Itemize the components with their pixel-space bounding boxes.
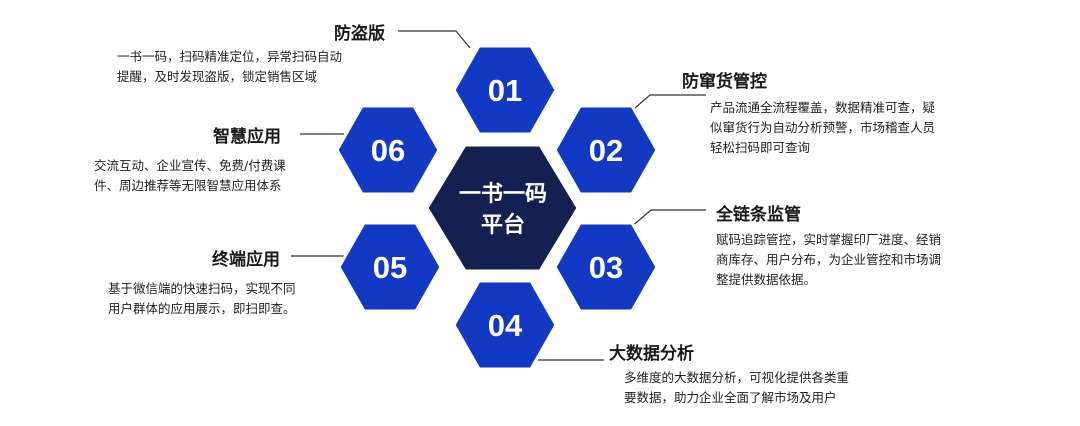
hexagon-04: [452, 279, 558, 371]
feature-desc-smart-app: 交流互动、企业宣传、免费/付费课 件、周边推荐等无限智慧应用体系: [94, 156, 286, 196]
feature-title-full-chain: 全链条监管: [716, 205, 801, 225]
center-title-line2: 平台: [481, 212, 525, 238]
desc-line: 产品流通全流程覆盖，数据精准可查，疑: [710, 100, 936, 115]
desc-line: 轻松扫码即可查询: [710, 140, 811, 155]
hexagon-01: [452, 44, 558, 136]
hexagon-center: [425, 143, 580, 273]
desc-line: 整提供数据依据。: [716, 272, 817, 287]
desc-line: 用户群体的应用展示，即扫即查。: [108, 301, 296, 316]
feature-desc-anti-piracy: 一书一码，扫码精准定位，异常扫码自动 提醒，及时发现盗版，锁定销售区域: [117, 47, 342, 87]
feature-title-terminal-app: 终端应用: [212, 250, 280, 270]
hexagon-03-number: 03: [589, 250, 623, 285]
feature-desc-anti-diversion: 产品流通全流程覆盖，数据精准可查，疑 似窜货行为自动分析预警，市场稽查人员 轻松…: [710, 98, 935, 158]
hexagon-06: [335, 104, 441, 196]
center-title-line1: 一书一码: [459, 182, 547, 207]
feature-title-smart-app: 智慧应用: [213, 127, 281, 147]
hexagon-05-number: 05: [373, 250, 407, 285]
hexagon-02: [553, 104, 659, 196]
desc-line: 提醒，及时发现盗版，锁定销售区域: [117, 69, 318, 84]
feature-desc-big-data: 多维度的大数据分析，可视化提供各类重 要数据，助力企业全面了解市场及用户: [624, 368, 849, 408]
hexagon-03: [553, 221, 659, 313]
desc-line: 要数据，助力企业全面了解市场及用户: [624, 390, 837, 405]
desc-line: 多维度的大数据分析，可视化提供各类重: [624, 370, 850, 385]
feature-desc-terminal-app: 基于微信端的快速扫码，实现不同 用户群体的应用展示，即扫即查。: [108, 279, 296, 319]
feature-desc-full-chain: 赋码追踪管控，实时掌握印厂进度、经销 商库存、用户分布，为企业管控和市场调 整提…: [716, 230, 941, 290]
hexagon-05: [337, 221, 443, 313]
connector-03: [629, 209, 706, 229]
desc-line: 赋码追踪管控，实时掌握印厂进度、经销: [716, 232, 942, 247]
hexagon-06-number: 06: [371, 133, 405, 168]
hexagon-04-number: 04: [488, 308, 523, 343]
desc-line: 商库存、用户分布，为企业管控和市场调: [716, 252, 942, 267]
desc-line: 交流互动、企业宣传、免费/付费课: [94, 158, 286, 173]
connector-02: [627, 94, 706, 115]
connector-01: [398, 30, 471, 49]
desc-line: 件、周边推荐等无限智慧应用体系: [94, 178, 282, 193]
feature-title-anti-piracy: 防盗版: [334, 24, 385, 44]
feature-title-anti-diversion: 防窜货管控: [682, 72, 767, 92]
desc-line: 似窜货行为自动分析预警，市场稽查人员: [710, 120, 936, 135]
feature-title-big-data: 大数据分析: [609, 344, 694, 364]
hexagon-02-number: 02: [589, 133, 623, 168]
desc-line: 一书一码，扫码精准定位，异常扫码自动: [117, 49, 343, 64]
desc-line: 基于微信端的快速扫码，实现不同: [108, 281, 296, 296]
hexagon-01-number: 01: [488, 73, 522, 108]
